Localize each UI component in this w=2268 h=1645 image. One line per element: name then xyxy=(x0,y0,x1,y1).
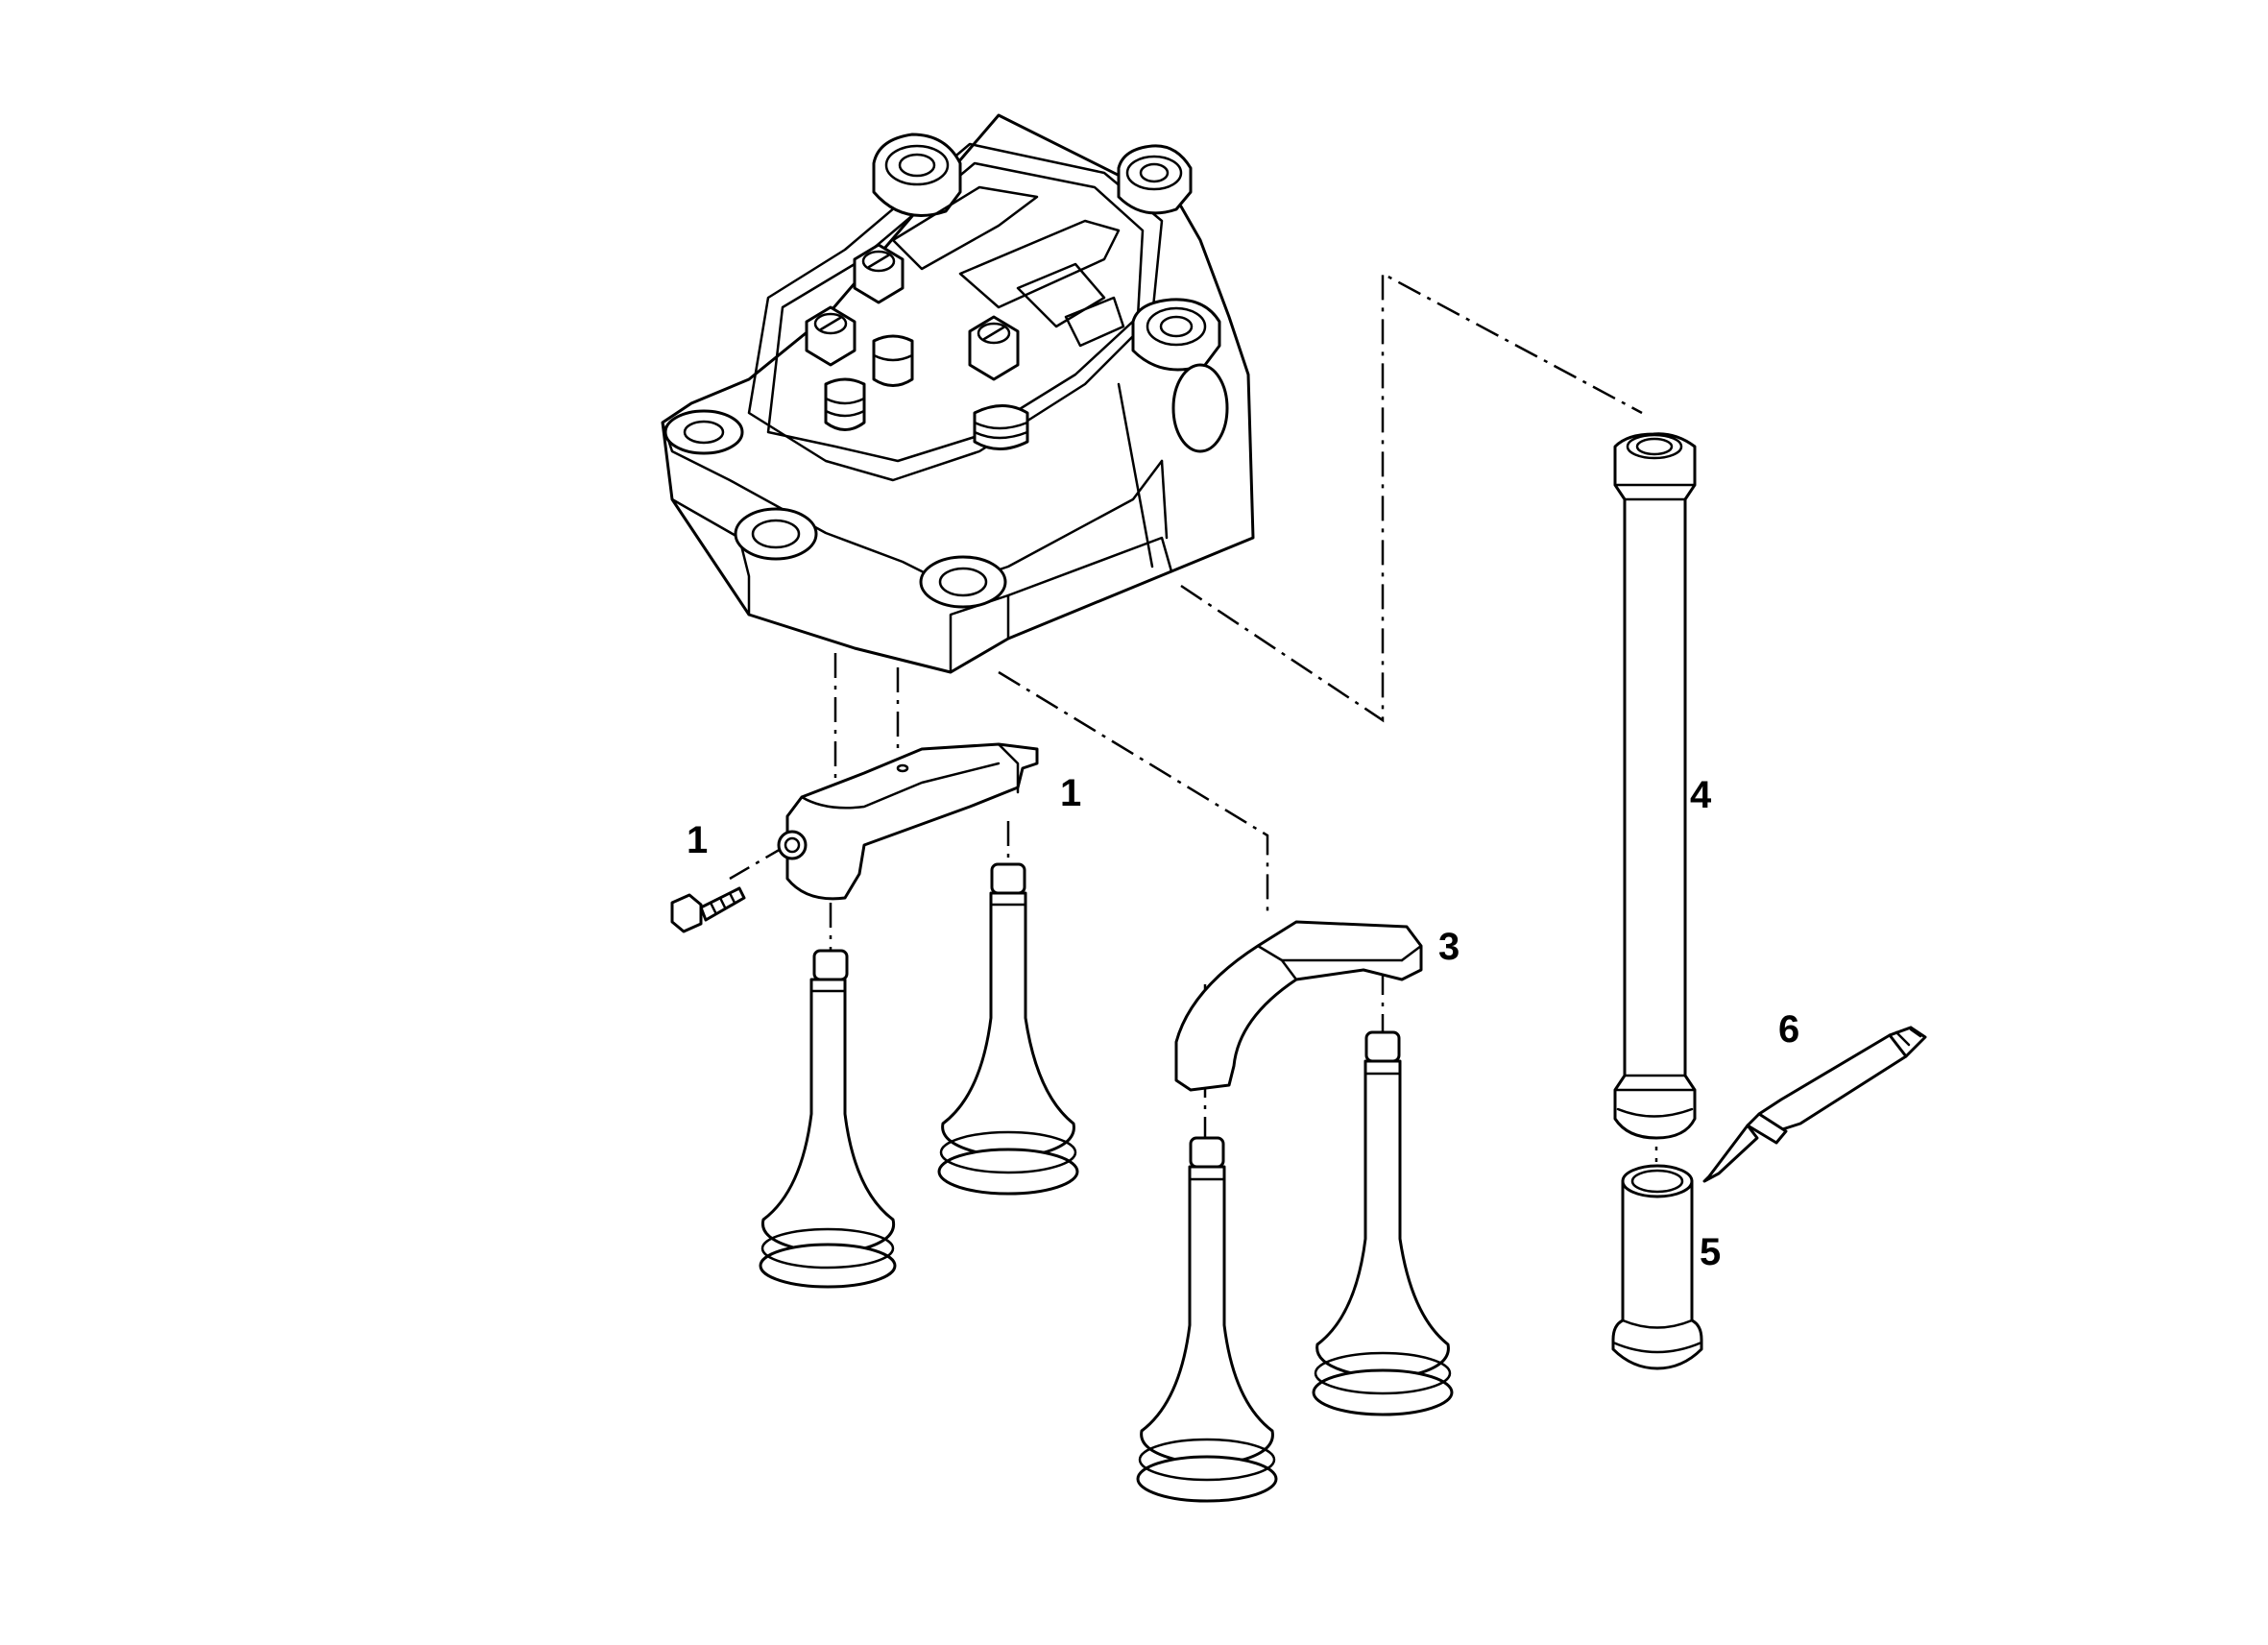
callout-sealant-tube: 6 xyxy=(1778,1008,1800,1051)
bolt-boss-front xyxy=(919,555,1007,609)
valve-4 xyxy=(1312,1030,1454,1416)
callout-rocker-arm-1: 1 xyxy=(1060,772,1082,814)
valve-3 xyxy=(1136,1136,1278,1503)
callout-bolt: 1 xyxy=(687,819,709,861)
callout-push-rod: 4 xyxy=(1690,774,1712,816)
callout-rocker-arm-3: 3 xyxy=(1438,926,1460,968)
adjusting-screw-3 xyxy=(968,315,1020,381)
bolt-boss-front-left xyxy=(734,507,818,561)
bolt-boss-left xyxy=(664,409,744,455)
adjusting-screw-2 xyxy=(805,305,857,367)
cylinder-head xyxy=(661,113,1255,674)
valve-2 xyxy=(937,862,1079,1196)
side-port xyxy=(1171,363,1229,453)
bolt xyxy=(670,886,746,933)
bolt-boss-top-right xyxy=(1117,144,1193,215)
valve-1 xyxy=(759,949,897,1289)
tappet xyxy=(1611,1164,1703,1370)
rocker-arm-1 xyxy=(777,742,1039,901)
bolt-boss-top-left xyxy=(872,133,962,217)
rocker-arm-3 xyxy=(1174,920,1423,1092)
callout-tappet: 5 xyxy=(1700,1231,1722,1273)
adjusting-screw-1 xyxy=(853,243,905,304)
sealant-tube xyxy=(1702,1026,1927,1183)
push-rod xyxy=(1613,432,1697,1140)
bolt-boss-right xyxy=(1131,298,1221,372)
